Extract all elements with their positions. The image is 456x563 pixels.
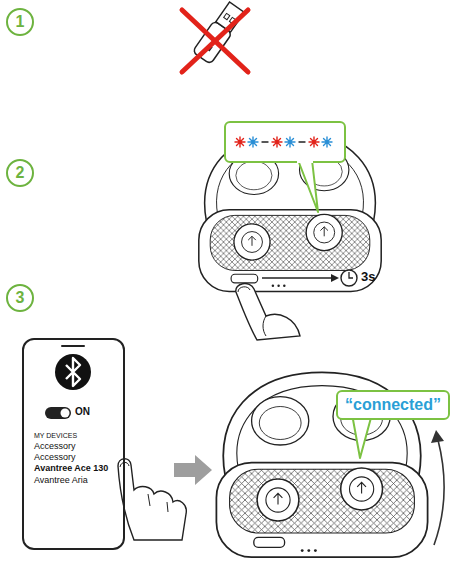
cross-mark [182,10,248,72]
step-number-text: 2 [16,164,25,182]
status-callout: “connected” [336,390,450,420]
device-name: Avantree Ace 130 [34,464,108,474]
hold-arrow [262,274,339,282]
section-heading: MY DEVICES [34,432,77,440]
pressing-finger [236,284,300,340]
phone-speaker [62,345,84,347]
device-name: Accessory [34,442,76,452]
led-callout [225,122,345,212]
step-number: 3 [6,284,34,312]
bluetooth-icon [55,354,91,390]
callout-pointer [352,414,372,458]
device-name: Accessory [34,453,76,463]
step-number: 2 [6,159,34,187]
device-name: Avantree Aria [34,476,88,486]
phone-screen: ONMY DEVICESAccessoryAccessoryAvantree A… [22,338,125,550]
toggle-label: ON [75,406,90,417]
step-number: 1 [6,8,34,36]
clock-icon [341,270,357,286]
open-lid-arrow [431,430,444,545]
duration-label: 3s [361,270,375,284]
step-number-text: 1 [16,13,25,31]
callout-text: “connected” [345,396,441,414]
step-arrow [174,455,212,485]
toggle-switch [45,407,71,419]
step-number-text: 3 [16,289,25,307]
